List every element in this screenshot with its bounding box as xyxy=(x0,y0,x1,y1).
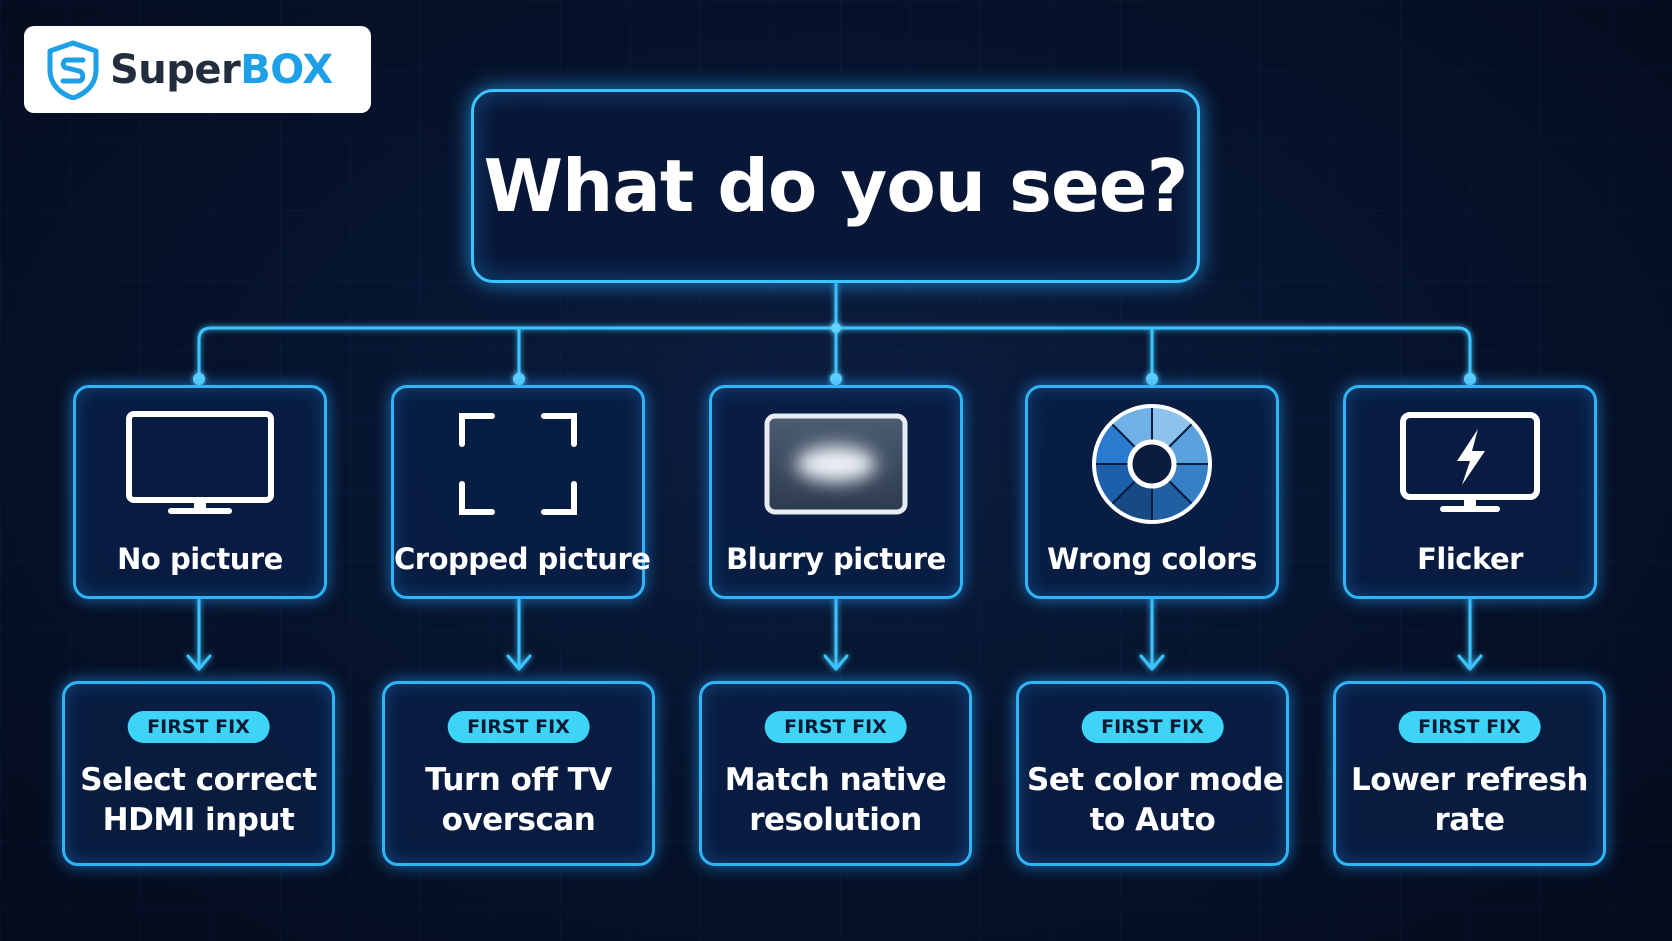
fix-arrow-3 xyxy=(823,597,849,671)
branch-bus-line xyxy=(197,326,1472,385)
symptom-card-wrong-colors: Wrong colors xyxy=(1025,385,1279,599)
tv-icon xyxy=(76,402,324,526)
fix-text-line1: Set color mode xyxy=(1027,762,1284,798)
brand-name: SuperBOX xyxy=(110,47,333,93)
fix-text: Turn off TV overscan xyxy=(393,760,644,840)
fix-text: Lower refresh rate xyxy=(1344,760,1595,840)
symptom-card-cropped-picture: Cropped picture xyxy=(391,385,651,599)
question-title: What do you see? xyxy=(483,144,1189,228)
fix-text-line1: Lower refresh xyxy=(1351,762,1588,798)
question-node: What do you see? xyxy=(471,89,1200,283)
symptom-card-flicker: Flicker xyxy=(1343,385,1597,599)
fix-card-refresh-rate: FIRST FIX Lower refresh rate xyxy=(1333,681,1606,866)
symptom-label: Flicker xyxy=(1417,542,1523,576)
symptom-card-blurry-picture: Blurry picture xyxy=(709,385,963,599)
crop-frame-icon xyxy=(394,402,642,526)
fix-text-line2: rate xyxy=(1434,802,1505,838)
first-fix-badge: FIRST FIX xyxy=(1081,711,1224,743)
fix-card-native-resolution: FIRST FIX Match native resolution xyxy=(699,681,972,866)
symptom-card-no-picture: No picture xyxy=(73,385,327,599)
first-fix-badge: FIRST FIX xyxy=(127,711,270,743)
first-fix-badge: FIRST FIX xyxy=(764,711,907,743)
brand-logo: SuperBOX xyxy=(24,26,371,113)
fix-card-overscan: FIRST FIX Turn off TV overscan xyxy=(382,681,655,866)
symptom-label: Cropped picture xyxy=(394,542,651,576)
fix-text: Match native resolution xyxy=(710,760,961,840)
brand-name-part2: BOX xyxy=(240,46,333,93)
junction-dot xyxy=(831,323,841,333)
fix-text: Select correct HDMI input xyxy=(73,760,324,840)
blurry-screen-icon xyxy=(712,402,960,526)
symptom-label: Blurry picture xyxy=(726,542,946,576)
tv-lightning-icon xyxy=(1346,402,1594,526)
fix-text-line1: Select correct xyxy=(80,762,317,798)
fix-text-line2: HDMI input xyxy=(102,802,295,838)
symptom-label: No picture xyxy=(117,542,283,576)
first-fix-badge: FIRST FIX xyxy=(447,711,590,743)
fix-text: Set color mode to Auto xyxy=(1027,760,1284,840)
color-wheel-icon xyxy=(1028,402,1276,526)
fix-arrow-1 xyxy=(186,597,212,671)
branch-dot-5 xyxy=(1464,373,1476,385)
fix-arrow-5 xyxy=(1457,597,1483,671)
symptom-label: Wrong colors xyxy=(1047,542,1257,576)
fix-card-hdmi-input: FIRST FIX Select correct HDMI input xyxy=(62,681,335,866)
branch-dot-4 xyxy=(1146,373,1158,385)
first-fix-badge: FIRST FIX xyxy=(1398,711,1541,743)
fix-arrow-2 xyxy=(506,597,532,671)
brand-name-part1: Super xyxy=(110,46,241,93)
branch-dot-3 xyxy=(830,373,842,385)
fix-card-color-mode: FIRST FIX Set color mode to Auto xyxy=(1016,681,1289,866)
fix-text-line1: Match native xyxy=(724,762,947,798)
branch-dot-2 xyxy=(513,373,525,385)
fix-text-line2: resolution xyxy=(749,802,922,838)
fix-text-line2: to Auto xyxy=(1089,802,1216,838)
fix-arrow-4 xyxy=(1139,597,1165,671)
fix-text-line1: Turn off TV xyxy=(425,762,612,798)
shield-s-icon xyxy=(46,40,100,100)
fix-text-line2: overscan xyxy=(441,802,596,838)
branch-dot-1 xyxy=(193,373,205,385)
